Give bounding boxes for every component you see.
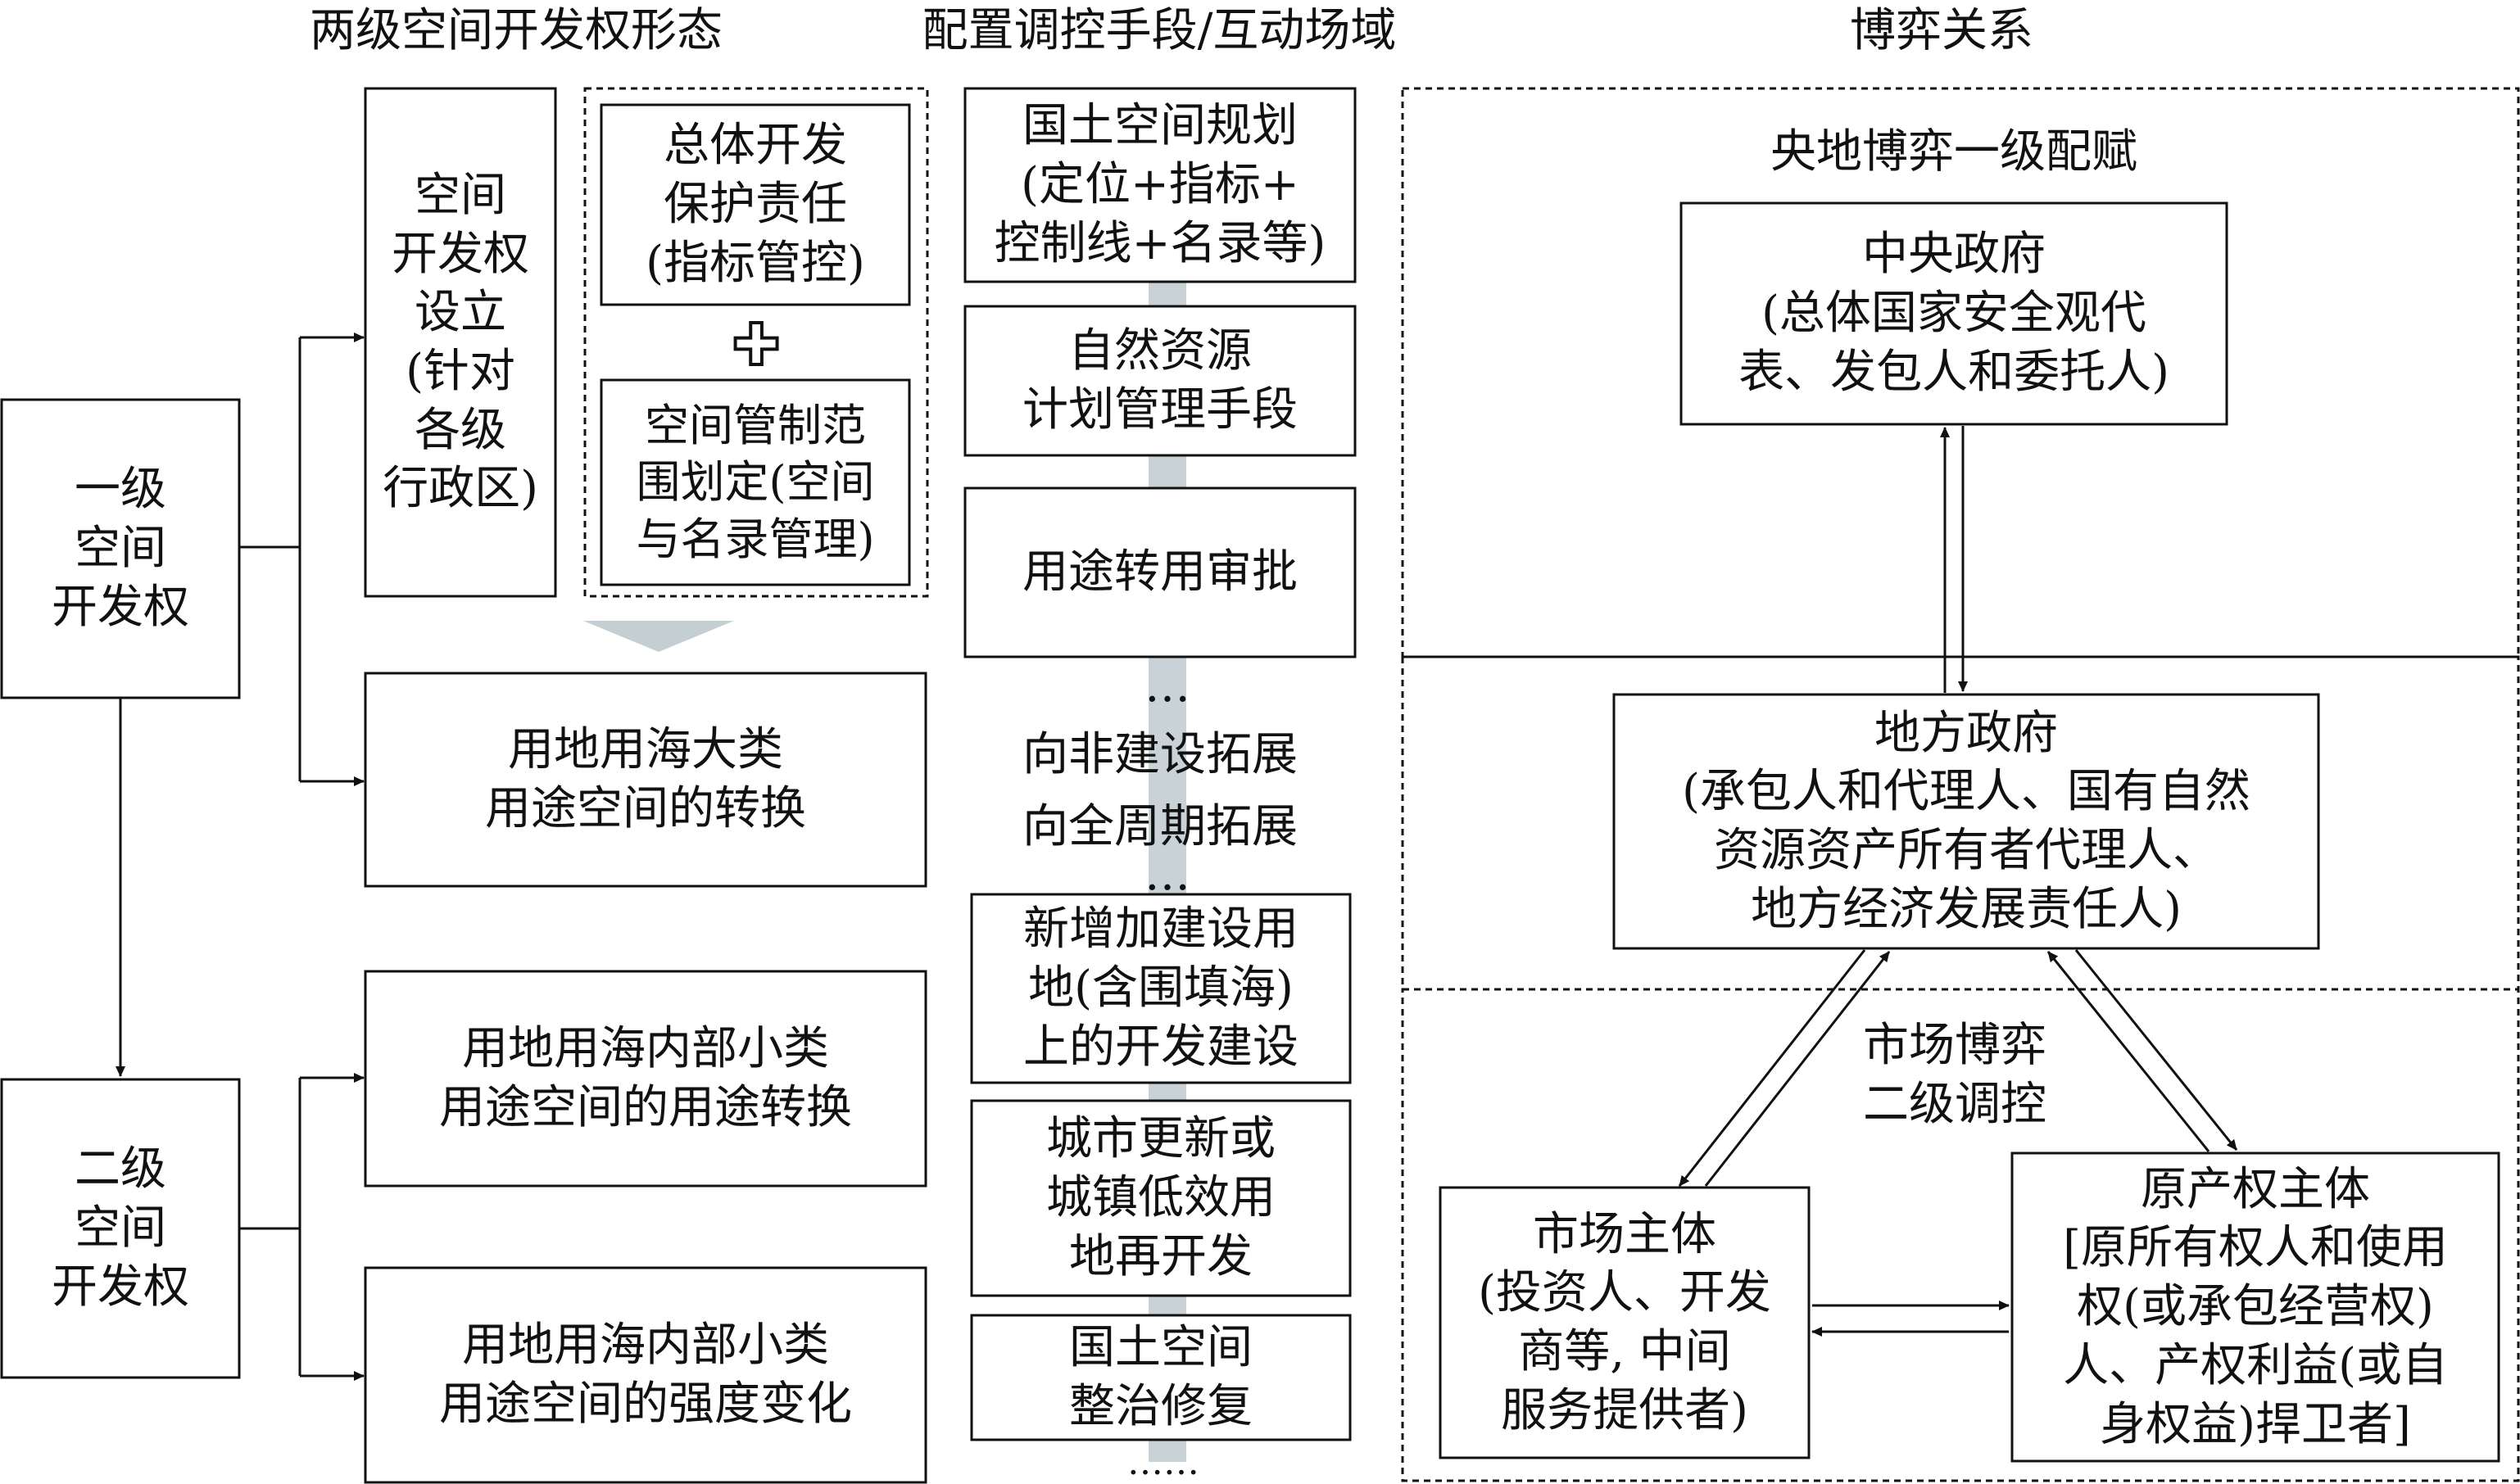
urban-renewal-box [970,1099,1352,1297]
market-game-title: 市场博弈 二级调控 [1863,1019,2046,1131]
market-subject-box [1439,1186,1811,1459]
arrow-owner-to-local [2046,951,2210,1152]
land-sea-minor-intensity-box [364,1266,927,1484]
local-gov-box [1612,693,2320,950]
ellipsis-bottom: …… [1127,1441,1199,1483]
planning-label: 国土空间规划 (定位+指标+ 控制线+名录等) [994,99,1326,270]
remediation-label: 国土空间 整治修复 [1069,1321,1253,1433]
level2-bracket [239,1078,301,1376]
level2-label: 二级 空间 开发权 [52,1142,189,1314]
market-subject-label: 市场主体 (投资人、开发 商等, 中间 服务提供者) [1478,1207,1771,1437]
establish-label: 空间 开发权 设立 (针对 各级 行政区) [383,168,538,516]
ellipsis-top: … [1144,659,1190,713]
original-owner-label: 原产权主体 [原所有权人和使用 权(或承包经营权) 人、产权利益(或自 身权益)… [2063,1162,2448,1451]
planning-box [963,87,1357,283]
approval-box [963,486,1357,658]
natural-resources-label: 自然资源 计划管理手段 [1022,324,1298,437]
arrow-local-to-market [1678,949,1866,1187]
delimit-label: 空间管制范 围划定(空间 与名录管理) [636,400,875,565]
header-forms: 两级空间开发权形态 [310,4,723,58]
new-construction-box [970,893,1352,1084]
ellipsis-mid: … [1144,848,1190,902]
down-triangle-icon [583,621,734,652]
arrow-local-to-owner [2074,949,2238,1151]
header-game: 博弈关系 [1850,4,2033,58]
extend-full-cycle-label: 向全周期拓展 [1022,800,1298,854]
central-gov-label: 中央政府 (总体国家安全观代 表、发包人和委托人) [1738,228,2169,399]
establish-box [364,87,557,598]
extend-nonconstruction-label: 向非建设拓展 [1022,728,1298,782]
original-owner-box [2010,1151,2500,1463]
natural-resources-box [963,305,1357,457]
responsibility-label: 总体开发 保护责任 (指标管控) [646,119,865,290]
delimit-box [600,378,911,586]
urban-renewal-label: 城市更新或 城镇低效用 地再开发 [1046,1112,1276,1283]
remediation-box [970,1314,1352,1441]
dashed-group-box [583,87,929,598]
central-local-region [1401,87,2520,658]
land-sea-major-label: 用地用海大类 用途空间的转换 [485,723,806,835]
new-construction-label: 新增加建设用 地(含围填海) 上的开发建设 [1023,903,1299,1074]
responsibility-box [600,103,911,306]
land-sea-minor-use-label: 用地用海内部小类 用途空间的用途转换 [439,1022,852,1134]
land-sea-minor-use-box [364,970,927,1188]
central-local-title: 央地博弈一级配赋 [1770,125,2137,179]
arrow-market-to-local [1704,951,1891,1187]
local-government-region [1401,655,2520,991]
approval-label: 用途转用审批 [1022,545,1298,599]
header-means: 配置调控手段/互动场域 [922,4,1397,58]
central-gov-box [1679,201,2228,426]
land-sea-minor-intensity-label: 用地用海内部小类 用途空间的强度变化 [439,1319,852,1431]
land-sea-major-box [364,672,927,888]
level1-bracket [239,337,301,781]
level1-label: 一级 空间 开发权 [52,463,189,634]
local-gov-label: 地方政府 (承包人和代理人、国有自然 资源资产所有者代理人、 地方经济发展责任人… [1682,706,2250,936]
plus-icon: ✚ [731,310,782,380]
